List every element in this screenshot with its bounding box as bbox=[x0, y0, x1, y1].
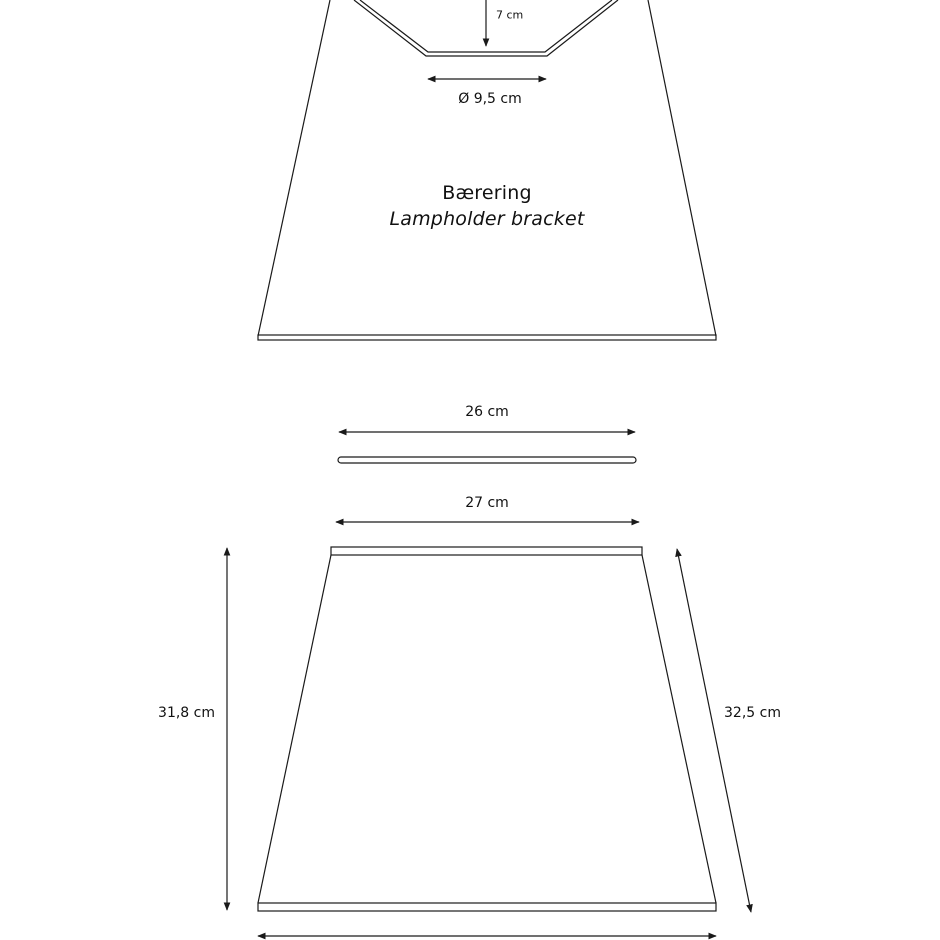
shade-slant-label: 32,5 cm bbox=[724, 705, 781, 721]
shade-left-edge bbox=[257, 554, 332, 904]
shade-slant-dimension bbox=[675, 548, 753, 913]
bracket-base-bar bbox=[257, 334, 717, 341]
shade-right-edge bbox=[641, 554, 717, 904]
shade-height-label: 31,8 cm bbox=[158, 705, 215, 721]
bracket-left-edge bbox=[257, 0, 331, 337]
bracket-left-arm-inner bbox=[353, 0, 619, 57]
bracket-right-edge bbox=[647, 0, 717, 337]
depth-label: 7 cm bbox=[496, 8, 524, 22]
ring-bar bbox=[337, 456, 637, 464]
hole-diameter-label: Ø 9,5 cm bbox=[458, 91, 522, 107]
bracket-title-danish: Bærering bbox=[442, 182, 532, 204]
bracket-title-english: Lampholder bracket bbox=[389, 208, 585, 230]
shade-bottom-rim bbox=[257, 902, 717, 912]
bracket-outline bbox=[257, 0, 717, 341]
shade-top-rim bbox=[330, 546, 643, 556]
shade-outline bbox=[257, 546, 717, 912]
bracket-left-arm bbox=[359, 0, 613, 53]
shade-top-width-label: 27 cm bbox=[465, 495, 509, 511]
ring-width-label: 26 cm bbox=[465, 404, 509, 420]
